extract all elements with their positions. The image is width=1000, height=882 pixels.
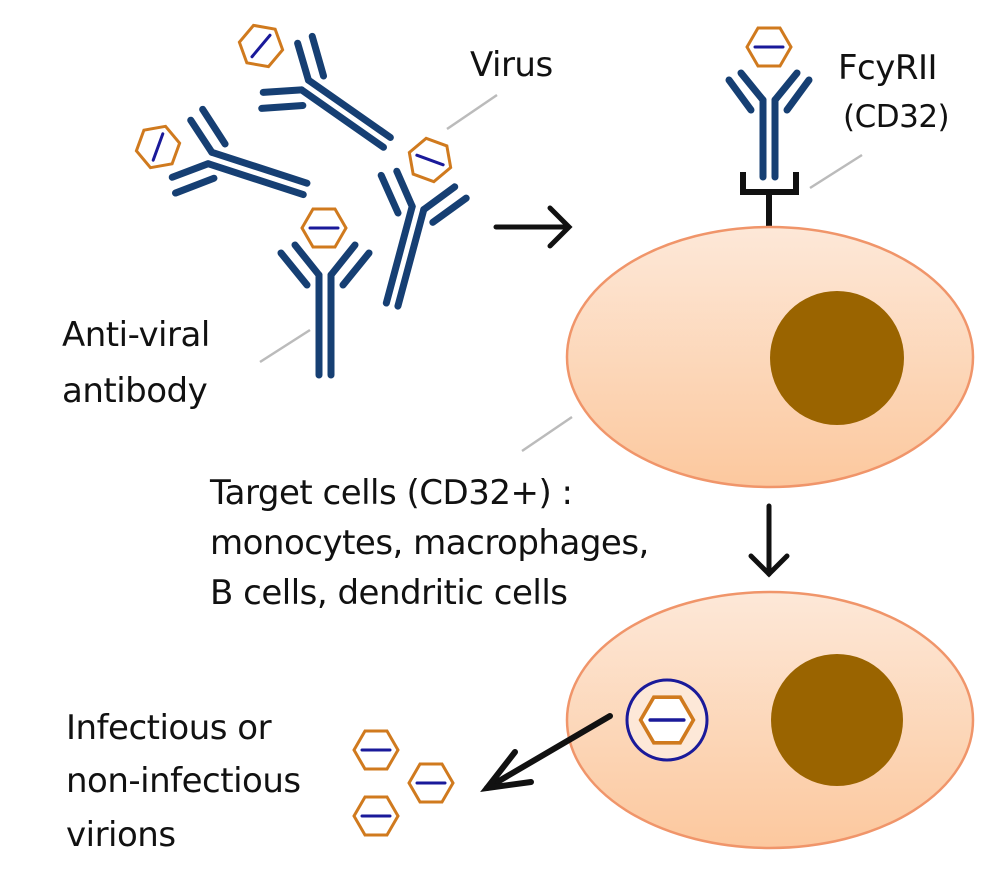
infected-cell [565, 590, 975, 850]
antibody-complex-2 [168, 107, 319, 231]
virion-icon [407, 762, 455, 804]
antibody-leader-line [259, 328, 311, 364]
virion-icon [352, 795, 400, 837]
virus-icon [230, 15, 292, 77]
virus-icon [300, 207, 348, 249]
virion-icon [352, 729, 400, 771]
bound-antibody [725, 69, 813, 181]
fc-receptor-icon [740, 172, 799, 229]
virus-icon [638, 695, 696, 745]
virus-label: Virus [470, 45, 553, 85]
target-leader-line [521, 415, 573, 453]
receptor-sublabel: (CD32) [843, 99, 950, 135]
virions-label-line1: Infectious or [66, 708, 272, 748]
target-cells-types-line2: B cells, dendritic cells [210, 573, 568, 613]
nucleus [770, 291, 904, 425]
antibody-label-line1: Anti-viral [62, 315, 210, 355]
virus-icon [401, 133, 459, 187]
arrow-right-icon [493, 205, 573, 249]
arrow-release-icon [480, 713, 613, 792]
virions-label-line3: virions [66, 815, 176, 855]
receptor-label: FcyRII [838, 48, 938, 88]
antibody-complex-3 [350, 168, 469, 316]
virus-leader-line [446, 93, 498, 131]
arrow-down-icon [748, 503, 790, 578]
target-cells-label: Target cells (CD32+) : [210, 473, 573, 513]
target-cell [565, 225, 975, 489]
nucleus [771, 654, 903, 786]
receptor-leader-line [809, 153, 863, 190]
virions-label-line2: non-infectious [66, 761, 301, 801]
virus-icon [131, 118, 185, 176]
target-cells-types-line1: monocytes, macrophages, [210, 523, 649, 563]
antibody-complex-4 [281, 245, 369, 375]
antibody-label-line2: antibody [62, 371, 208, 411]
virus-icon [745, 26, 793, 68]
